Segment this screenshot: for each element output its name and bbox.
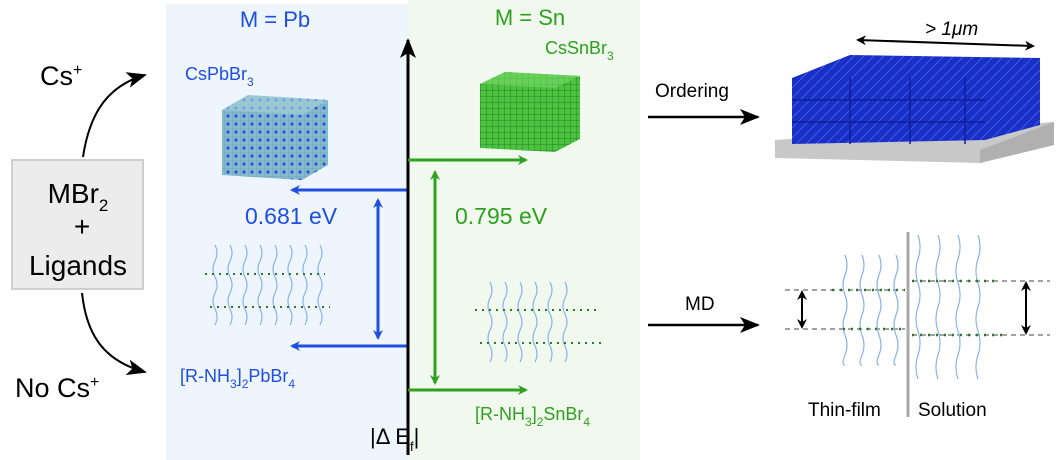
scale-label: > 1μm — [925, 19, 978, 40]
box-line2: + — [74, 211, 90, 242]
sn-energy: 0.795 eV — [455, 203, 548, 229]
ordered-film — [775, 55, 1054, 163]
pb-layered-label: [R-NH3]2PbBr4 — [180, 366, 295, 391]
scale-arrow — [856, 35, 1035, 51]
box-line1: MBr2 — [48, 178, 109, 215]
sn-layered-label: [R-NH3]2SnBr4 — [475, 404, 590, 429]
ordering-label: Ordering — [655, 81, 729, 102]
cssnbr3-label: CsSnBr3 — [545, 38, 614, 63]
pb-energy: 0.681 eV — [245, 203, 338, 229]
md-label: MD — [685, 294, 715, 315]
pb-panel-bg — [166, 4, 408, 460]
cssnbr3-crystal — [480, 72, 580, 152]
sn-title: M = Sn — [495, 5, 565, 30]
solution-label: Solution — [918, 400, 987, 421]
box-line3: Ligands — [29, 250, 127, 281]
no-cs-arrow — [81, 292, 147, 376]
sn-layered-structure — [475, 281, 605, 363]
cs-label: Cs+ — [40, 61, 82, 91]
cspbbr3-crystal — [222, 95, 328, 180]
no-cs-label: No Cs+ — [15, 373, 99, 403]
md-structure — [785, 232, 1050, 417]
cspbbr3-label: CsPbBr3 — [185, 64, 254, 89]
precursor-box — [11, 159, 144, 290]
pb-layered-structure — [205, 244, 330, 326]
thin-film-label: Thin-film — [808, 400, 881, 421]
pb-title: M = Pb — [240, 7, 310, 32]
cs-arrow — [82, 72, 147, 158]
axis-label: |Δ Ef| — [370, 424, 419, 454]
